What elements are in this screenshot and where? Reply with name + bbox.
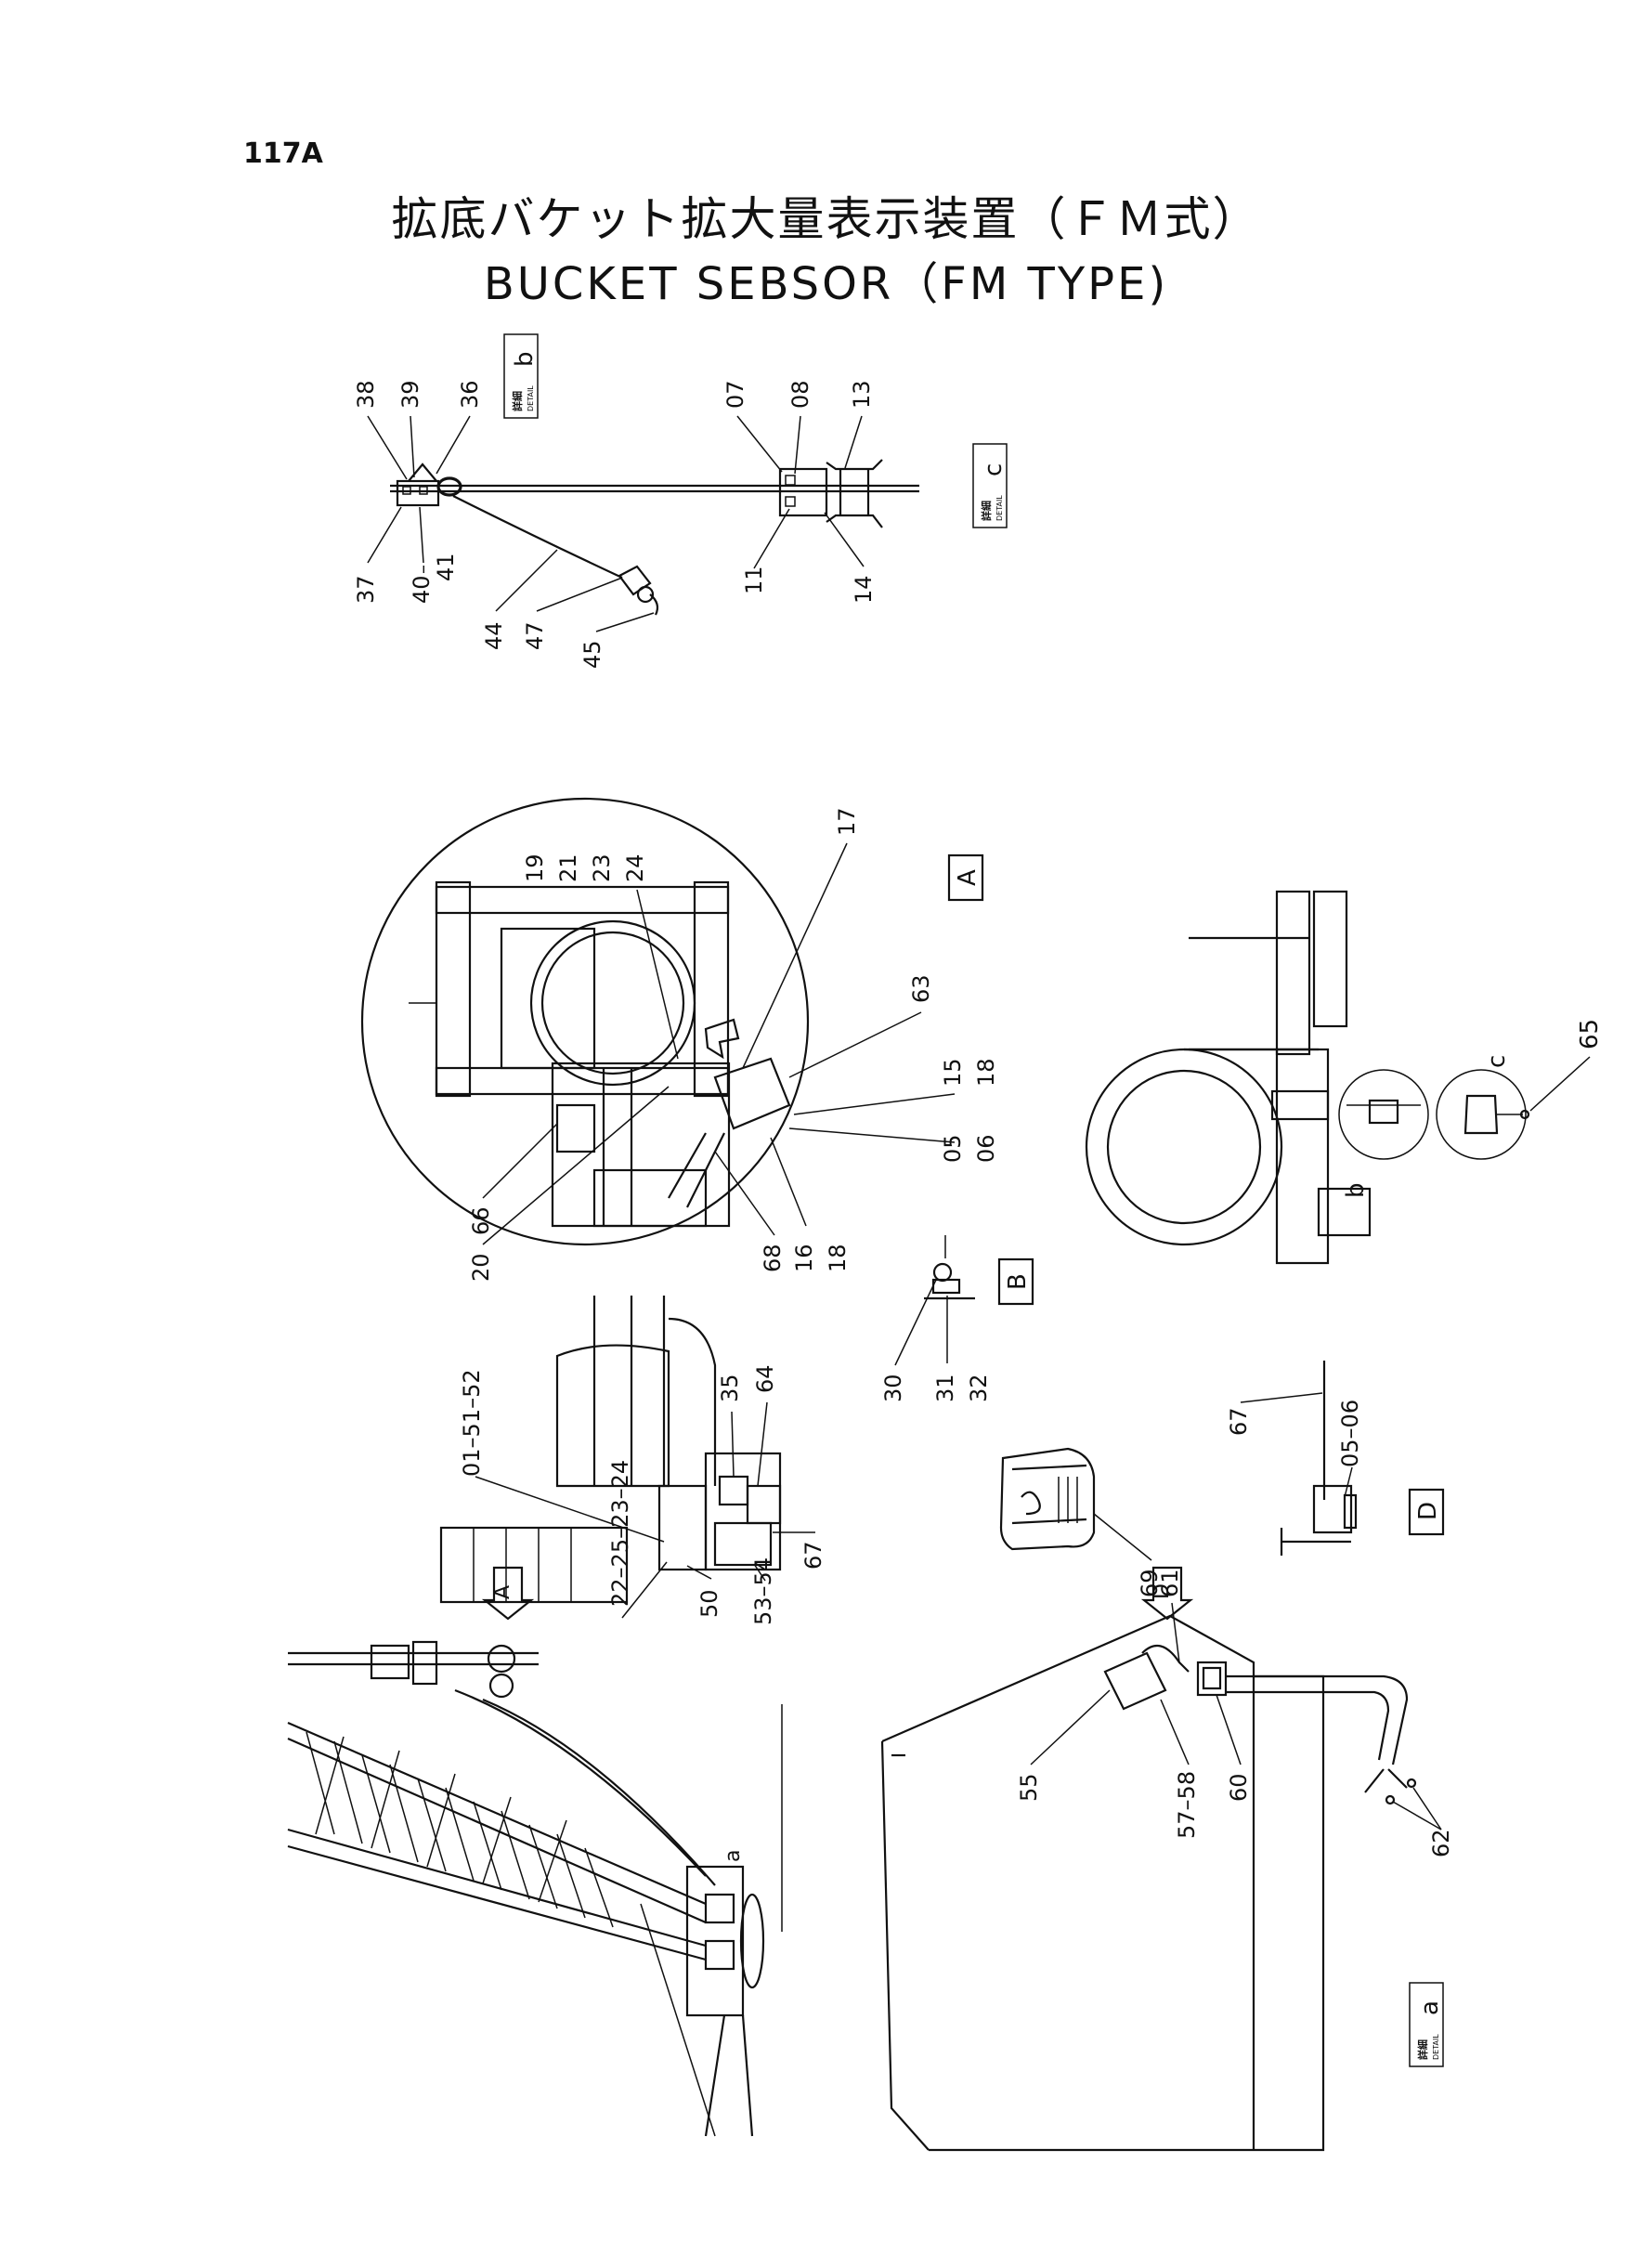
view-arrow-a: A: [481, 1566, 535, 1621]
callout-69: 69: [1137, 1569, 1163, 1597]
callout-38: 38: [353, 380, 379, 409]
callouts-view-b: 30 31 32: [880, 1279, 992, 1402]
callout-40: 40: [409, 575, 435, 604]
view-label-A: A: [947, 853, 984, 902]
svg-text:A: A: [954, 869, 982, 886]
callout-05-06d: 05–06: [1337, 1400, 1363, 1467]
callout-32: 32: [966, 1374, 992, 1402]
svg-text:a: a: [1416, 2000, 1444, 2015]
svg-text:B: B: [1004, 1273, 1032, 1290]
svg-text:A: A: [491, 1585, 514, 1599]
callout-53-54: 53–54: [750, 1557, 776, 1625]
callout-21: 21: [555, 853, 581, 882]
callout-60: 60: [1226, 1773, 1252, 1802]
callout-30: 30: [880, 1374, 906, 1402]
svg-text:–: –: [411, 565, 434, 574]
view-arrow-d: D: [1140, 1566, 1194, 1621]
svg-text:詳細: 詳細: [1416, 2039, 1429, 2060]
callouts-detail-b: 38 39 36 37 40 – 41 44 47 45: [353, 380, 655, 669]
callout-63: 63: [908, 974, 934, 1003]
callout-11: 11: [741, 566, 767, 594]
page-number: 117A: [243, 137, 323, 170]
callouts-winch: 01–51–52 35 64 67 22–25–23–24 50 53–54: [459, 1364, 826, 1625]
callout-13: 13: [849, 380, 875, 409]
bucket-detail-a: [880, 1614, 1417, 2152]
callout-31: 31: [932, 1374, 958, 1402]
callout-50: 50: [696, 1589, 722, 1618]
callout-44: 44: [481, 621, 507, 650]
callout-07: 07: [722, 380, 748, 409]
callout-65: 65: [1576, 1019, 1604, 1049]
callout-55: 55: [1016, 1773, 1042, 1802]
detail-label-c: 詳細 DETAIL c: [972, 443, 1008, 528]
view-label-D: D: [1408, 1488, 1445, 1536]
callouts-sensor: 69: [1093, 1513, 1163, 1597]
svg-text:b: b: [511, 351, 539, 367]
crane-boom-view: [287, 1640, 783, 2137]
callout-18b: 18: [825, 1244, 851, 1272]
callout-22-25: 22–25–23–24: [607, 1460, 633, 1607]
reel-drum-view: [1085, 890, 1530, 1265]
winch-side-view: [439, 1296, 782, 1604]
detail-label-b: 詳細 DETAIL b: [503, 333, 539, 419]
svg-text:DETAIL: DETAIL: [995, 495, 1004, 521]
callout-18a: 18: [973, 1058, 999, 1087]
callout-a: a: [722, 1850, 745, 1862]
svg-text:D: D: [1414, 1502, 1442, 1520]
detail-b-c-assembly: [390, 459, 919, 616]
callout-66: 66: [468, 1206, 494, 1235]
svg-text:詳細: 詳細: [511, 391, 524, 411]
svg-text:DETAIL: DETAIL: [527, 385, 535, 411]
callouts-view-a: 19 21 23 24 17 63 15 18 05 06 16 18 68 6…: [468, 807, 999, 1282]
callout-41: 41: [433, 553, 459, 581]
callout-b: b: [1342, 1182, 1370, 1198]
callout-45: 45: [579, 640, 605, 669]
callout-16: 16: [791, 1244, 817, 1272]
callout-05: 05: [940, 1134, 966, 1163]
callout-57-58: 57–58: [1174, 1771, 1200, 1839]
callout-15: 15: [940, 1058, 966, 1087]
callouts-bucket: 61 55 57–58 60 62: [1016, 1569, 1454, 1857]
sensor-unit: [999, 1447, 1096, 1551]
callout-62: 62: [1428, 1829, 1454, 1857]
callout-01-51-52: 01–51–52: [459, 1369, 485, 1477]
callout-24: 24: [622, 853, 648, 882]
callout-37: 37: [353, 575, 379, 604]
callout-67w: 67: [800, 1541, 826, 1570]
svg-text:詳細: 詳細: [980, 501, 993, 521]
callout-39: 39: [397, 380, 423, 409]
view-label-B: B: [997, 1257, 1034, 1306]
title-japanese: 拡底バケット拡大量表示装置（ＦＭ式）: [391, 192, 1261, 246]
title-english: BUCKET SEBSOR（FM TYPE): [483, 258, 1169, 310]
callouts-crane: a: [722, 1850, 745, 1862]
view-a-circle-detail: [360, 797, 810, 1246]
callouts-detail-c: 07 08 13 11 14: [722, 380, 877, 604]
callouts-drum: 65 b c: [1342, 1019, 1604, 1198]
svg-text:D: D: [1151, 1583, 1174, 1599]
callout-20: 20: [468, 1253, 494, 1282]
callout-35: 35: [717, 1374, 743, 1402]
callout-06: 06: [973, 1134, 999, 1163]
callout-17: 17: [834, 807, 860, 836]
callout-23: 23: [589, 853, 615, 882]
callout-36: 36: [457, 380, 483, 409]
callout-19: 19: [522, 853, 548, 882]
callout-14: 14: [851, 575, 877, 604]
svg-text:c: c: [980, 463, 1008, 476]
callout-47: 47: [522, 621, 548, 650]
callout-61: 61: [1157, 1569, 1183, 1597]
callout-67d: 67: [1226, 1407, 1252, 1436]
detail-label-a: 詳細 DETAIL a: [1409, 1982, 1444, 2067]
callout-c: c: [1483, 1055, 1511, 1068]
view-d-detail: [1280, 1361, 1358, 1556]
callout-08: 08: [787, 380, 813, 409]
svg-text:DETAIL: DETAIL: [1432, 2034, 1440, 2060]
callout-64: 64: [752, 1364, 778, 1393]
callout-68: 68: [760, 1244, 786, 1272]
callouts-view-d: 67 05–06: [1226, 1392, 1363, 1498]
